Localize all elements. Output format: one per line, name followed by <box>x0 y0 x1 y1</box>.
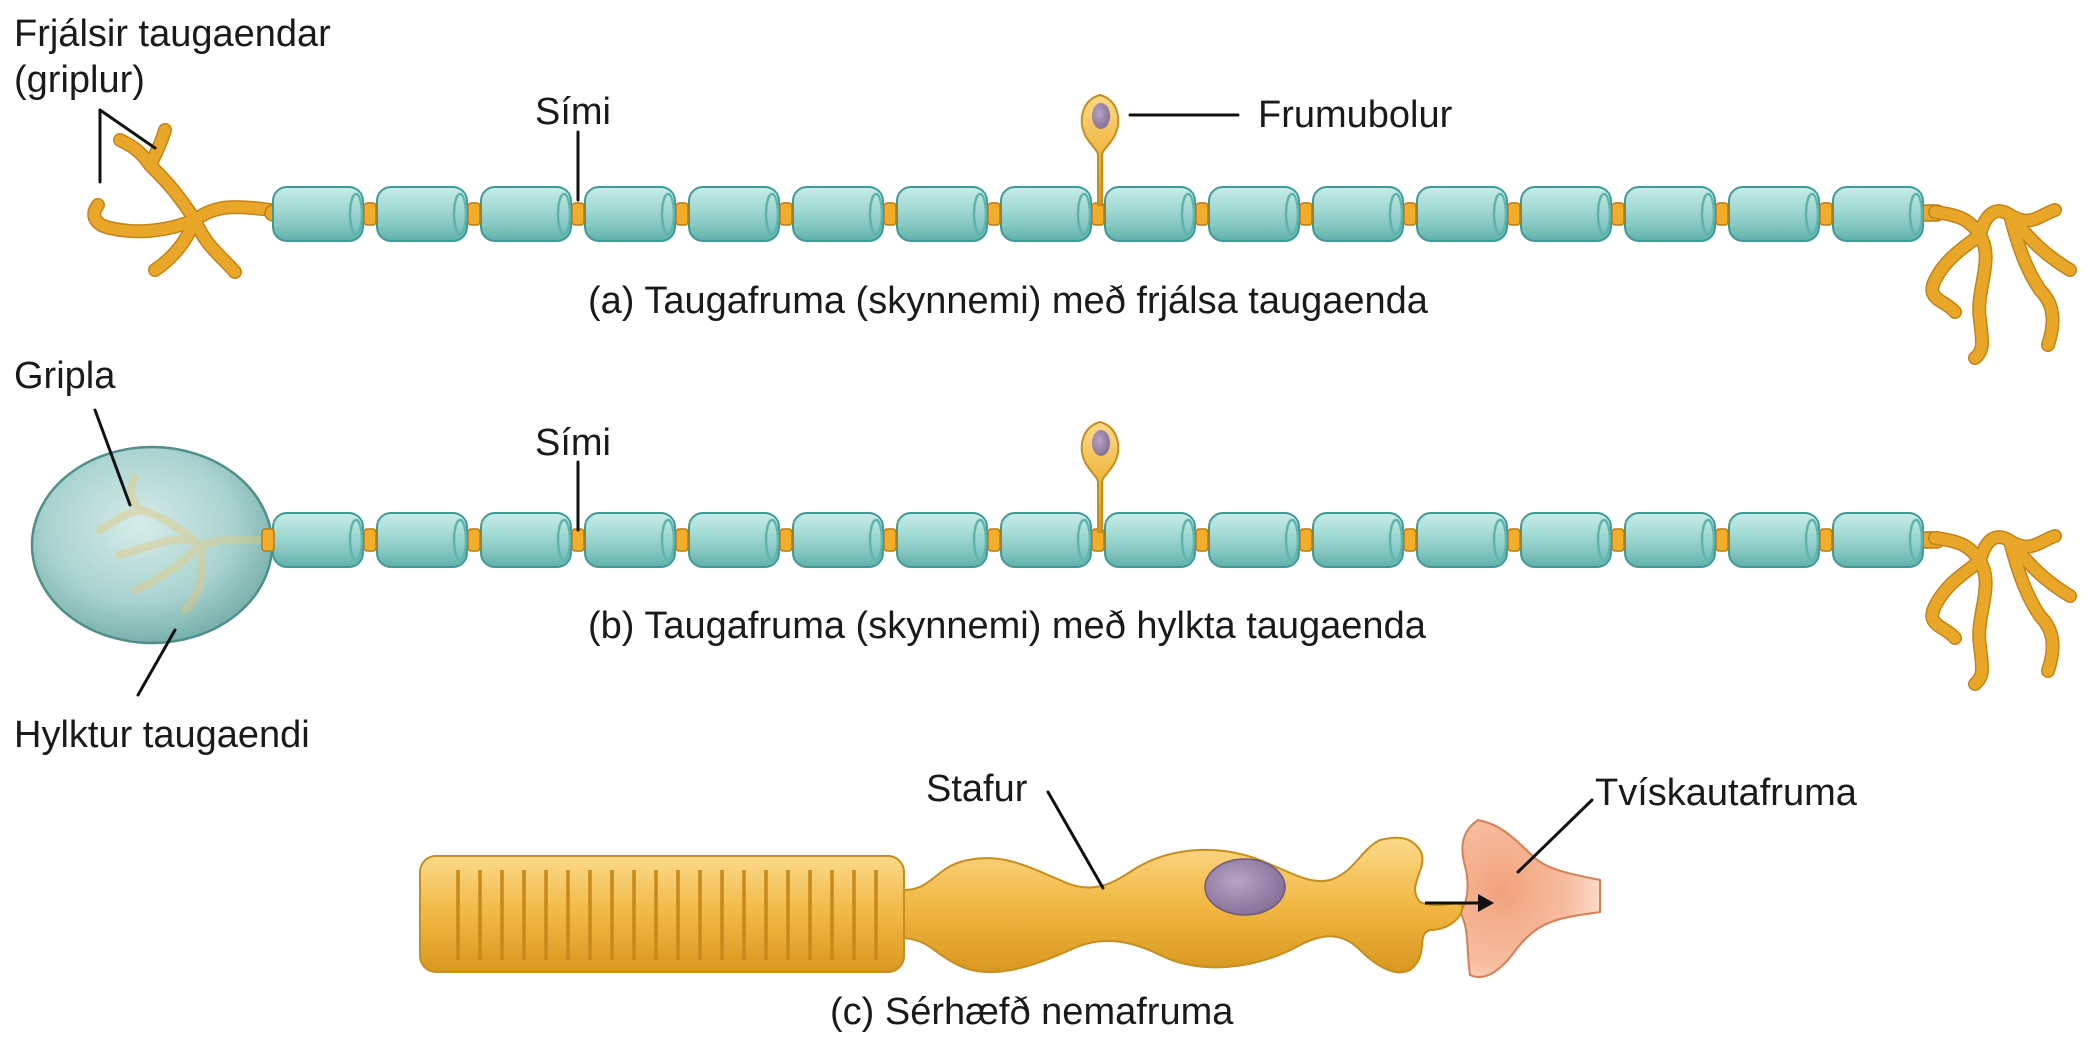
myelin-segment <box>896 186 988 242</box>
caption-c: (c) Sérhæfð nemafruma <box>830 991 1234 1033</box>
myelin-segment <box>480 186 572 242</box>
cell-body-nucleus <box>1092 430 1110 456</box>
leader-bipolar <box>1516 798 1594 874</box>
label-axon-b: Sími <box>535 422 611 464</box>
axon-terminals <box>1925 529 2077 691</box>
bipolar-cell <box>1458 818 1601 978</box>
cell-body-nucleus <box>1092 103 1110 129</box>
leader-rod <box>1046 790 1105 890</box>
myelin-segment <box>584 186 676 242</box>
nodes-of-ranvier <box>363 202 1833 226</box>
free-nerve-endings <box>87 123 277 279</box>
myelin-segment <box>1624 186 1716 242</box>
label-free-endings-paren: (griplur) <box>14 59 145 101</box>
specialized-receptor-cell <box>419 790 1601 978</box>
caption-b: (b) Taugafruma (skynnemi) með hylkta tau… <box>588 605 1427 647</box>
myelin-segment <box>1000 186 1092 242</box>
myelin-segments <box>272 512 1924 568</box>
myelin-segment <box>1520 186 1612 242</box>
leader-free-endings <box>98 108 157 184</box>
myelin-segment <box>1104 512 1196 568</box>
myelin-segment <box>1312 186 1404 242</box>
leader-gripla <box>93 408 132 507</box>
label-gripla: Gripla <box>14 355 116 397</box>
label-encapsulated: Hylktur taugaendi <box>14 714 310 756</box>
myelin-segments <box>272 186 1924 242</box>
myelin-segment <box>1832 186 1924 242</box>
myelin-segment <box>584 512 676 568</box>
myelin-segment <box>376 512 468 568</box>
cell-body <box>1080 420 1120 533</box>
myelin-segment <box>1104 186 1196 242</box>
capsule-nerve-ending <box>96 474 264 614</box>
myelin-segment <box>1208 186 1300 242</box>
label-free-endings: Frjálsir taugaendar <box>14 13 331 55</box>
label-axon-a: Sími <box>535 91 611 133</box>
myelin-segment <box>1208 512 1300 568</box>
leader-encapsulated <box>136 628 177 697</box>
myelin-segment <box>1416 512 1508 568</box>
myelin-segment <box>688 512 780 568</box>
myelin-segment <box>272 512 364 568</box>
myelin-segment <box>896 512 988 568</box>
myelin-segment <box>480 512 572 568</box>
synapse-arrow <box>1425 894 1494 912</box>
cell-body <box>1080 93 1120 206</box>
caption-a: (a) Taugafruma (skynnemi) með frjálsa ta… <box>588 280 1429 322</box>
myelin-segment <box>1416 186 1508 242</box>
myelin-segment <box>792 512 884 568</box>
neuron-encapsulated-ending <box>30 408 2077 697</box>
rod-outer-segment <box>419 855 905 973</box>
nodes-of-ranvier <box>261 528 1833 552</box>
myelin-segment <box>1312 512 1404 568</box>
label-cell-body: Frumubolur <box>1258 94 1453 136</box>
myelin-segment <box>1728 186 1820 242</box>
label-rod: Stafur <box>926 768 1028 810</box>
neuron-free-endings <box>87 93 2077 365</box>
myelin-segment <box>1520 512 1612 568</box>
myelin-segment <box>792 186 884 242</box>
rod-nucleus <box>1204 858 1286 916</box>
myelin-segment <box>1832 512 1924 568</box>
myelin-segment <box>272 186 364 242</box>
myelin-segment <box>688 186 780 242</box>
myelin-segment <box>1624 512 1716 568</box>
myelin-segment <box>1728 512 1820 568</box>
label-bipolar: Tvískautafruma <box>1595 772 1858 814</box>
myelin-segment <box>376 186 468 242</box>
axon-terminals <box>1925 203 2077 365</box>
myelin-segment <box>1000 512 1092 568</box>
rod-inner-segment <box>903 836 1464 974</box>
